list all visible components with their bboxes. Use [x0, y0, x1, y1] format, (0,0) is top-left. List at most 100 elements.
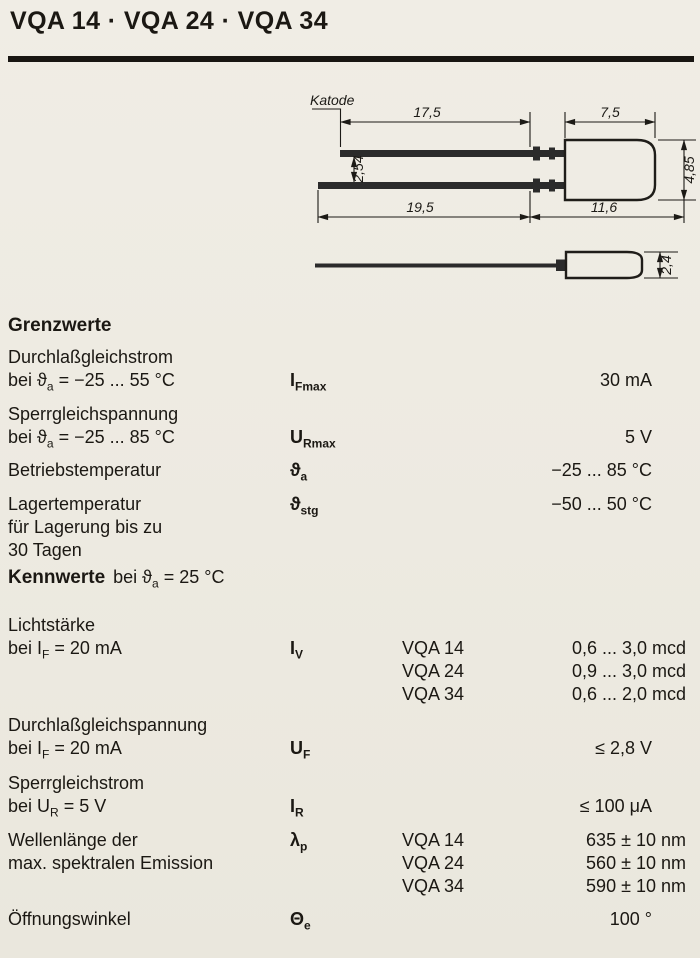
spec-symbol: Θe [290, 908, 402, 938]
cond-sub: a [46, 436, 54, 451]
cond-sub: F [42, 747, 50, 762]
section-grenzwerte: Grenzwerte Durchlaßgleichstrom bei ϑa = … [8, 314, 692, 566]
dim-label-lead-spacing: 2,54 [350, 155, 366, 183]
row-wellenlaenge: Wellenlänge der max. spektralen Emission… [8, 829, 692, 898]
spec-value: 100 ° [609, 908, 652, 929]
symbol-base: Θ [290, 908, 305, 929]
katode-leader-line [312, 108, 342, 147]
cond-pre: bei ϑ [8, 370, 47, 390]
spec-symbol: ϑstg [290, 493, 402, 562]
heading-text: Kennwerte [8, 567, 106, 588]
katode-label: Katode [310, 92, 355, 108]
symbol-sub: F [303, 747, 311, 762]
spec-label-line2: für Lagerung bis zu [8, 516, 163, 537]
section-heading-kennwerte: Kennwerte bei ϑa = 25 °C [8, 566, 692, 596]
symbol-sub: V [295, 647, 304, 662]
spec-label: Durchlaßgleichspannung [8, 714, 208, 735]
spec-value: ≤ 2,8 V [595, 737, 652, 758]
spec-label-line2: max. spektralen Emission [8, 852, 214, 873]
symbol-base: ϑ [290, 460, 301, 481]
cond-post: = 20 mA [49, 637, 122, 658]
dim-label-body-total: 11,6 [591, 199, 617, 215]
variant-values: VQA 14 635 ± 10 nm VQA 24 560 ± 10 nm VQA … [402, 829, 692, 898]
dim-label-body-thickness: 2,4 [658, 255, 674, 276]
spec-label: Lagertemperatur [8, 493, 142, 514]
row-betriebstemperatur: Betriebstemperatur ϑa −25 ... 85 °C [8, 459, 692, 489]
cond-post: = 20 mA [49, 737, 122, 758]
row-durchlassgleichspannung: Durchlaßgleichspannung bei IF = 20 mA UF… [8, 714, 692, 767]
symbol-base: I [290, 370, 296, 390]
variant-row: VQA 24 560 ± 10 nm [402, 852, 692, 875]
symbol-sub: Fmax [295, 379, 327, 394]
spec-label: Wellenlänge der [8, 829, 138, 850]
heading-condition: bei ϑa = 25 °C [113, 567, 225, 591]
variant-name: VQA 14 [402, 637, 465, 658]
led-body-side-view [564, 250, 644, 280]
spec-value: −25 ... 85 °C [551, 460, 652, 481]
cond-pre: bei I [8, 737, 43, 758]
symbol-base: λ [290, 829, 301, 850]
spec-condition: bei ϑa = −25 ... 55 °C [8, 369, 290, 399]
dim-label-cathode-lead: 17,5 [413, 104, 440, 120]
spec-value: 30 mA [599, 370, 652, 390]
symbol-sub: stg [300, 503, 319, 518]
spec-label-line3: 30 Tagen [8, 539, 82, 560]
cond-post: = 5 V [58, 796, 107, 817]
row-lagertemperatur: Lagertemperatur für Lagerung bis zu 30 T… [8, 493, 692, 562]
cond-pre: bei ϑ [113, 567, 153, 587]
led-body-top-view [563, 138, 657, 202]
spec-condition: bei UR = 5 V [8, 795, 290, 825]
variant-value: 560 ± 10 nm [586, 852, 686, 873]
led-leads [315, 146, 566, 271]
spec-symbol: IFmax [290, 346, 402, 399]
cond-sub: a [46, 379, 54, 394]
variant-value: 590 ± 10 nm [586, 875, 686, 896]
dimension-lines [317, 118, 688, 279]
variant-name: VQA 14 [402, 829, 465, 850]
page-title: VQA 14 · VQA 24 · VQA 34 [10, 7, 329, 35]
cond-sub: R [50, 805, 59, 820]
symbol-sub: p [300, 839, 308, 854]
technical-drawing: Katode 17,5 7,5 2,54 4,85 19,5 11,6 2,4 [310, 92, 697, 280]
symbol-sub: e [304, 918, 311, 933]
cond-post: = 25 °C [158, 567, 225, 587]
variant-row: VQA 14 635 ± 10 nm [402, 829, 692, 852]
spec-value: 5 V [624, 426, 652, 447]
variant-value: 0,9 ... 3,0 mcd [571, 660, 686, 681]
spec-symbol: IV [290, 614, 402, 706]
led-body [563, 138, 657, 280]
cond-pre: bei U [8, 796, 51, 817]
spec-condition: bei IF = 20 mA [8, 637, 290, 667]
section-kennwerte: Kennwerte bei ϑa = 25 °C Lichtstärke bei … [8, 566, 692, 941]
spec-value: ≤ 100 μA [579, 796, 652, 817]
title-rule [8, 56, 694, 62]
spec-condition: bei IF = 20 mA [8, 737, 290, 767]
symbol-base: ϑ [290, 493, 301, 514]
cond-post: = −25 ... 55 °C [53, 370, 175, 390]
cond-pre: bei I [8, 637, 43, 658]
variant-name: VQA 34 [402, 683, 465, 704]
variant-value: 635 ± 10 nm [586, 829, 686, 850]
spec-condition: bei ϑa = −25 ... 85 °C [8, 426, 290, 456]
variant-name: VQA 24 [402, 852, 465, 873]
spec-symbol: λp [290, 829, 402, 898]
row-sperrgleichspannung: Sperrgleichspannung bei ϑa = −25 ... 85 … [8, 403, 692, 456]
symbol-base: U [290, 737, 303, 758]
spec-symbol: ϑa [290, 459, 402, 489]
symbol-base: I [290, 796, 296, 817]
symbol-base: U [290, 426, 303, 447]
variant-value: 0,6 ... 3,0 mcd [571, 637, 686, 658]
symbol-base: I [290, 637, 296, 658]
spec-label: Öffnungswinkel [8, 908, 131, 929]
dim-label-anode-lead: 19,5 [406, 199, 433, 215]
spec-symbol: URmax [290, 403, 402, 456]
symbol-sub: R [295, 805, 304, 820]
spec-label: Sperrgleichstrom [8, 773, 145, 794]
dim-label-body-height: 4,85 [681, 156, 697, 183]
row-oeffnungswinkel: Öffnungswinkel Θe 100 ° [8, 908, 692, 938]
